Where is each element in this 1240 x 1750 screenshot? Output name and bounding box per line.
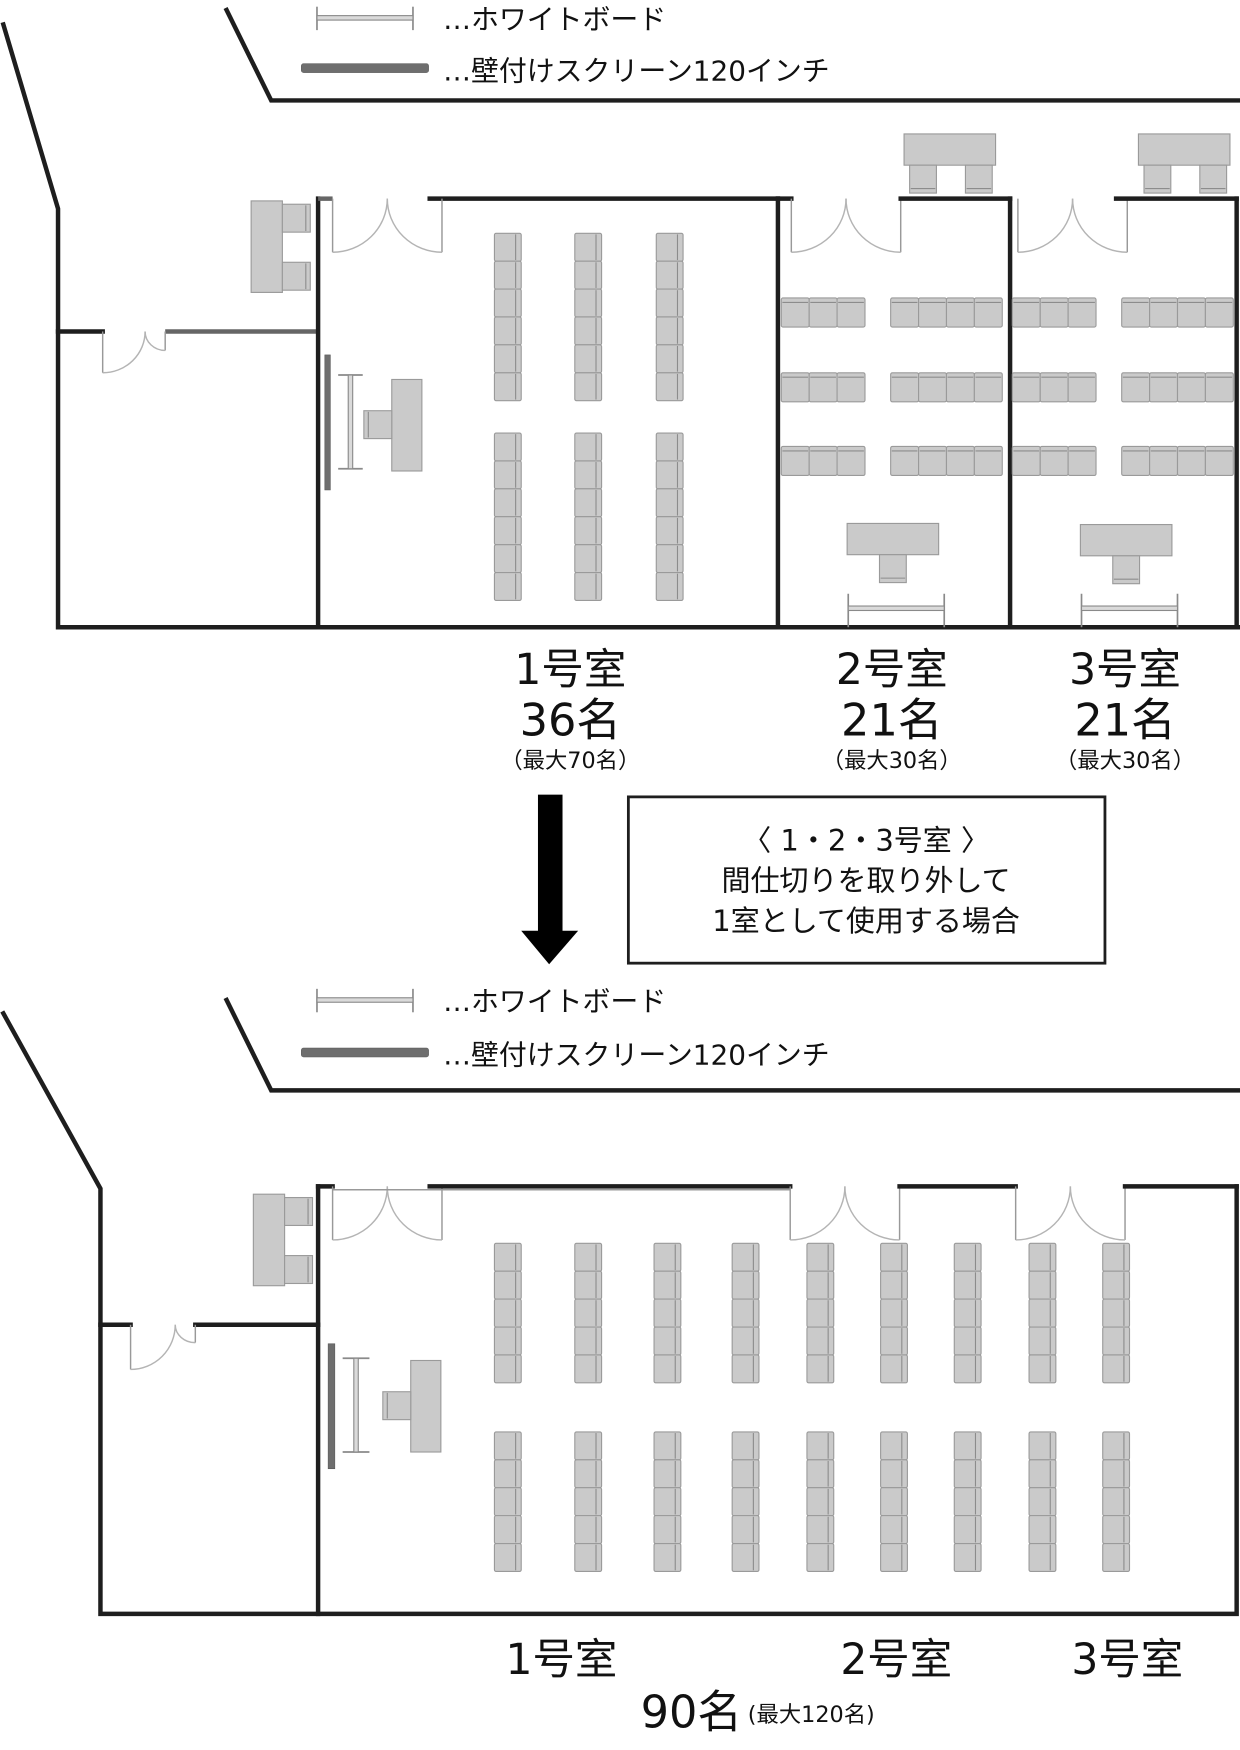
floor-plan-before <box>0 7 1240 630</box>
room2-name: 2号室 <box>840 1636 952 1685</box>
room1-name: 1号室 <box>506 1636 618 1685</box>
room3-capacity: 21名 <box>1074 694 1175 746</box>
note-line2: 間仕切りを取り外して <box>722 864 1011 898</box>
room2-max: （最大30名） <box>822 748 962 774</box>
room3-name: 3号室 <box>1069 646 1181 695</box>
down-arrow-icon <box>521 794 579 965</box>
room1-name: 1号室 <box>514 646 626 695</box>
room1-max: （最大70名） <box>500 748 640 774</box>
note-line1: 〈 1・2・3号室 〉 <box>742 823 990 857</box>
legend-bottom: …ホワイトボード …壁付けスクリーン120インチ <box>301 985 830 1072</box>
total-capacity: 90名 <box>641 1687 742 1739</box>
legend-whiteboard-text: …ホワイトボード <box>443 3 666 36</box>
room-labels-after: 1号室 2号室 3号室 90名 (最大120名) <box>506 1636 1184 1739</box>
screen-legend-icon <box>301 63 429 73</box>
note-box: 〈 1・2・3号室 〉 間仕切りを取り外して 1室として使用する場合 <box>626 795 1107 965</box>
legend-screen-text: …壁付けスクリーン120インチ <box>443 54 830 87</box>
room3-name: 3号室 <box>1071 1636 1183 1685</box>
floor-plan-after <box>0 997 1240 1617</box>
legend-whiteboard-text: …ホワイトボード <box>443 985 666 1018</box>
legend-top: …ホワイトボード …壁付けスクリーン120インチ <box>301 3 830 87</box>
room1-capacity: 36名 <box>520 694 621 746</box>
screen-legend-icon <box>301 1047 429 1058</box>
legend-screen-text: …壁付けスクリーン120インチ <box>443 1039 830 1072</box>
note-line3: 1室として使用する場合 <box>712 904 1020 938</box>
room2-name: 2号室 <box>836 646 948 695</box>
room2-capacity: 21名 <box>841 694 942 746</box>
total-max: (最大120名) <box>748 1702 875 1728</box>
whiteboard-legend-icon <box>316 6 414 31</box>
room3-max: （最大30名） <box>1055 748 1195 774</box>
room-labels-before: 1号室 36名 （最大70名） 2号室 21名 （最大30名） 3号室 21名 … <box>500 646 1195 774</box>
whiteboard-legend-icon <box>316 988 414 1013</box>
